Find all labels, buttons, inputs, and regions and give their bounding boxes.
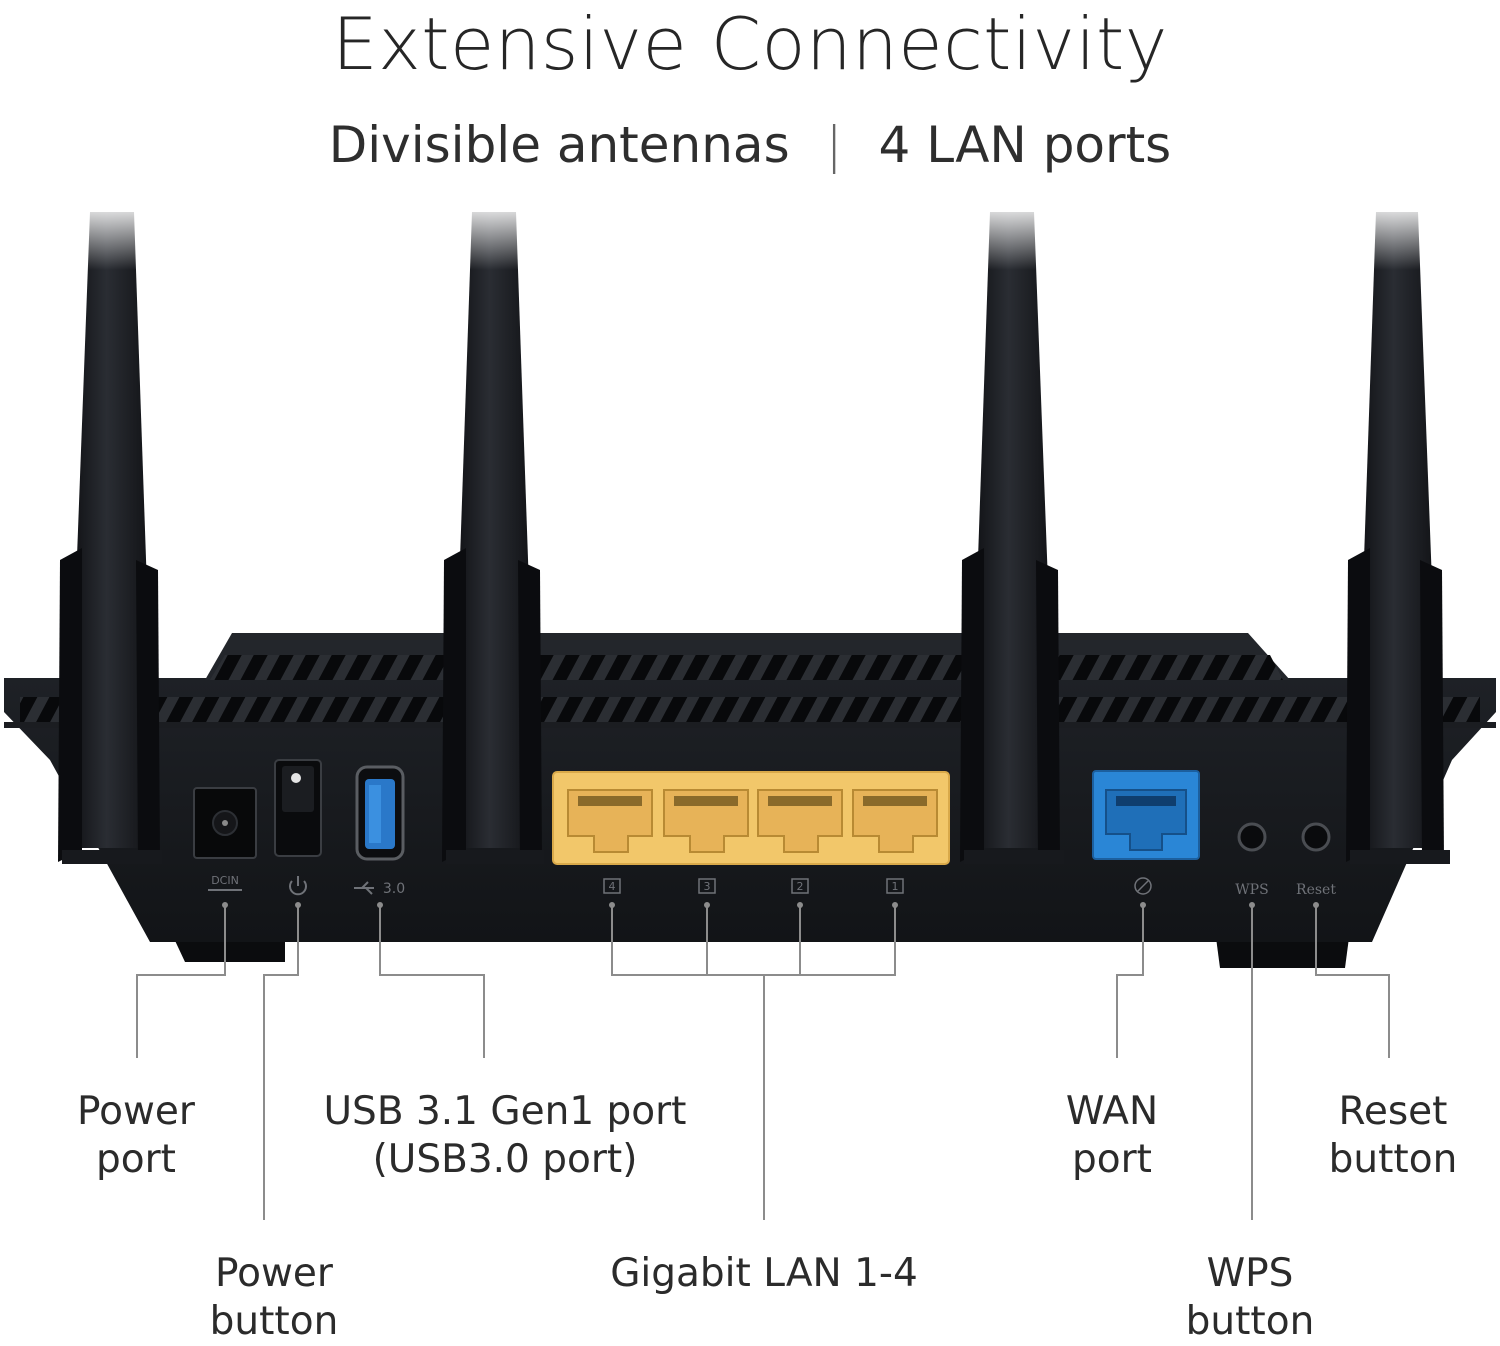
usb-symbol-icon [354,881,374,895]
leader-dots [222,902,1319,908]
lan-jack-2 [757,789,843,853]
callout-usb-port-line2: (USB3.0 port) [372,1137,638,1182]
callout-wan-port: WAN port [1012,1088,1212,1184]
lan-jacks [567,789,938,853]
callout-gigabit-lan: Gigabit LAN 1-4 [564,1250,964,1298]
callout-wps-button: WPS button [1150,1250,1350,1346]
subtitle-separator: | [825,116,843,174]
usb-marking: 3.0 [383,881,405,897]
wps-marking: WPS [1235,882,1268,898]
lan-jack-3 [663,789,749,853]
power-symbol-icon [289,876,307,896]
callout-power-port-line1: Power [77,1089,195,1134]
callout-power-button-line1: Power [215,1251,333,1296]
leader-power-button [263,905,299,1220]
dcin-marking: DCIN [211,874,239,887]
leader-reset [1315,905,1390,1058]
router-vents-lower [20,697,1480,722]
leader-lines [136,905,1390,1220]
callout-wan-port-line2: port [1072,1137,1152,1182]
callout-power-button: Power button [164,1250,384,1346]
lan-number-3: 3 [704,880,711,893]
router-vents-upper [210,655,1283,680]
lan-jack-4 [567,789,653,853]
leader-wan [1116,905,1144,1058]
leader-lan [611,905,896,1220]
leader-usb [379,905,485,1058]
page-title: Extensive Connectivity [332,2,1168,86]
antenna-3 [960,212,1064,864]
leader-power-port [136,905,226,1058]
lan-number-2: 2 [797,880,804,893]
callout-power-port: Power port [36,1088,236,1184]
globe-icon [1134,877,1152,895]
callout-reset-button-line2: button [1328,1137,1458,1182]
antenna-2 [442,212,544,864]
callout-usb-port-line1: USB 3.1 Gen1 port [323,1089,687,1134]
reset-marking: Reset [1296,882,1336,898]
callout-reset-button: Reset button [1283,1088,1500,1184]
reset-button-hole [1301,822,1331,852]
callout-power-port-line2: port [96,1137,176,1182]
subtitle-antennas: Divisible antennas [328,116,790,174]
callout-power-button-line2: button [209,1299,339,1344]
subtitle: Divisible antennas | 4 LAN ports [0,116,1500,174]
callout-wan-port-line1: WAN [1065,1089,1159,1134]
lan-number-markings: 4 3 2 1 [603,878,904,894]
lan-number-1: 1 [892,880,899,893]
antenna-4 [1346,212,1450,864]
lan-number-4: 4 [609,880,616,893]
callout-gigabit-lan-line1: Gigabit LAN 1-4 [610,1251,918,1296]
lan-jack-1 [852,789,938,853]
callout-wps-button-line1: WPS [1206,1251,1294,1296]
subtitle-lan-ports: 4 LAN ports [878,116,1172,174]
callout-usb-port: USB 3.1 Gen1 port (USB3.0 port) [305,1088,705,1184]
wps-button-hole [1237,822,1267,852]
antenna-1 [58,212,162,864]
callout-wps-button-line2: button [1185,1299,1315,1344]
callout-reset-button-line1: Reset [1338,1089,1448,1134]
